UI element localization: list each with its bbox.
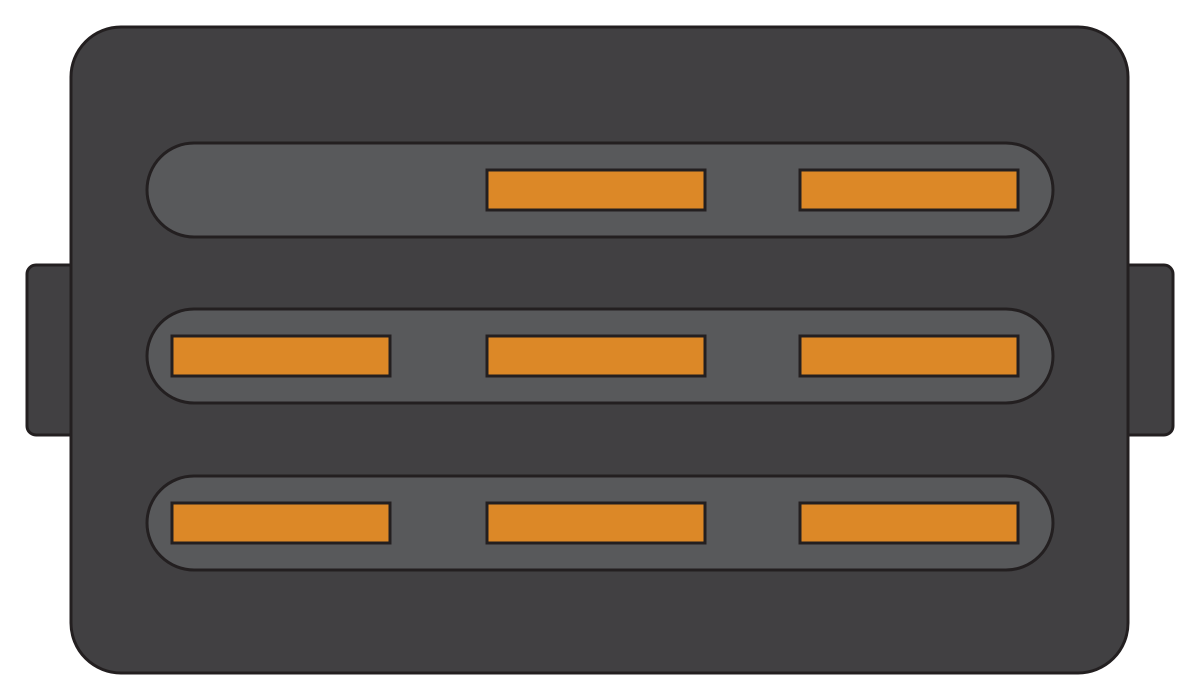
terminal-pin [798,501,1020,545]
terminal-pin [170,501,392,545]
terminal-pin [485,334,707,378]
terminal-pin [485,168,707,212]
terminal-pin [798,168,1020,212]
cavity-rows [145,141,1055,572]
terminal-pin [798,334,1020,378]
terminal-pin [170,334,392,378]
terminal-pin [485,501,707,545]
